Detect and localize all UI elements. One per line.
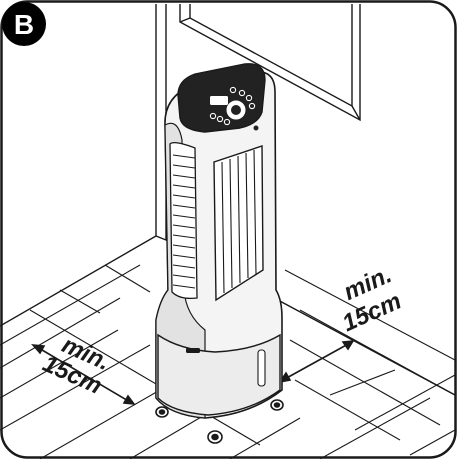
clearance-arrows — [31, 340, 355, 405]
front-grille — [213, 145, 264, 302]
air-cooler — [155, 63, 284, 444]
display-window — [210, 96, 228, 105]
sensor-dot — [253, 125, 259, 131]
floor-tiles — [0, 264, 456, 460]
badge-circle — [2, 2, 46, 46]
figure-badge: B — [2, 2, 46, 46]
water-level-window — [257, 349, 266, 387]
control-buttons — [209, 86, 256, 126]
tank-handle — [186, 348, 200, 353]
side-vent — [169, 142, 198, 300]
water-tank — [157, 333, 281, 416]
front-grille-slats — [221, 149, 257, 294]
window-frame — [179, 4, 361, 122]
side-vent-slats — [172, 154, 196, 289]
badge-letter: B — [14, 9, 34, 40]
castor-wheels — [155, 399, 284, 444]
